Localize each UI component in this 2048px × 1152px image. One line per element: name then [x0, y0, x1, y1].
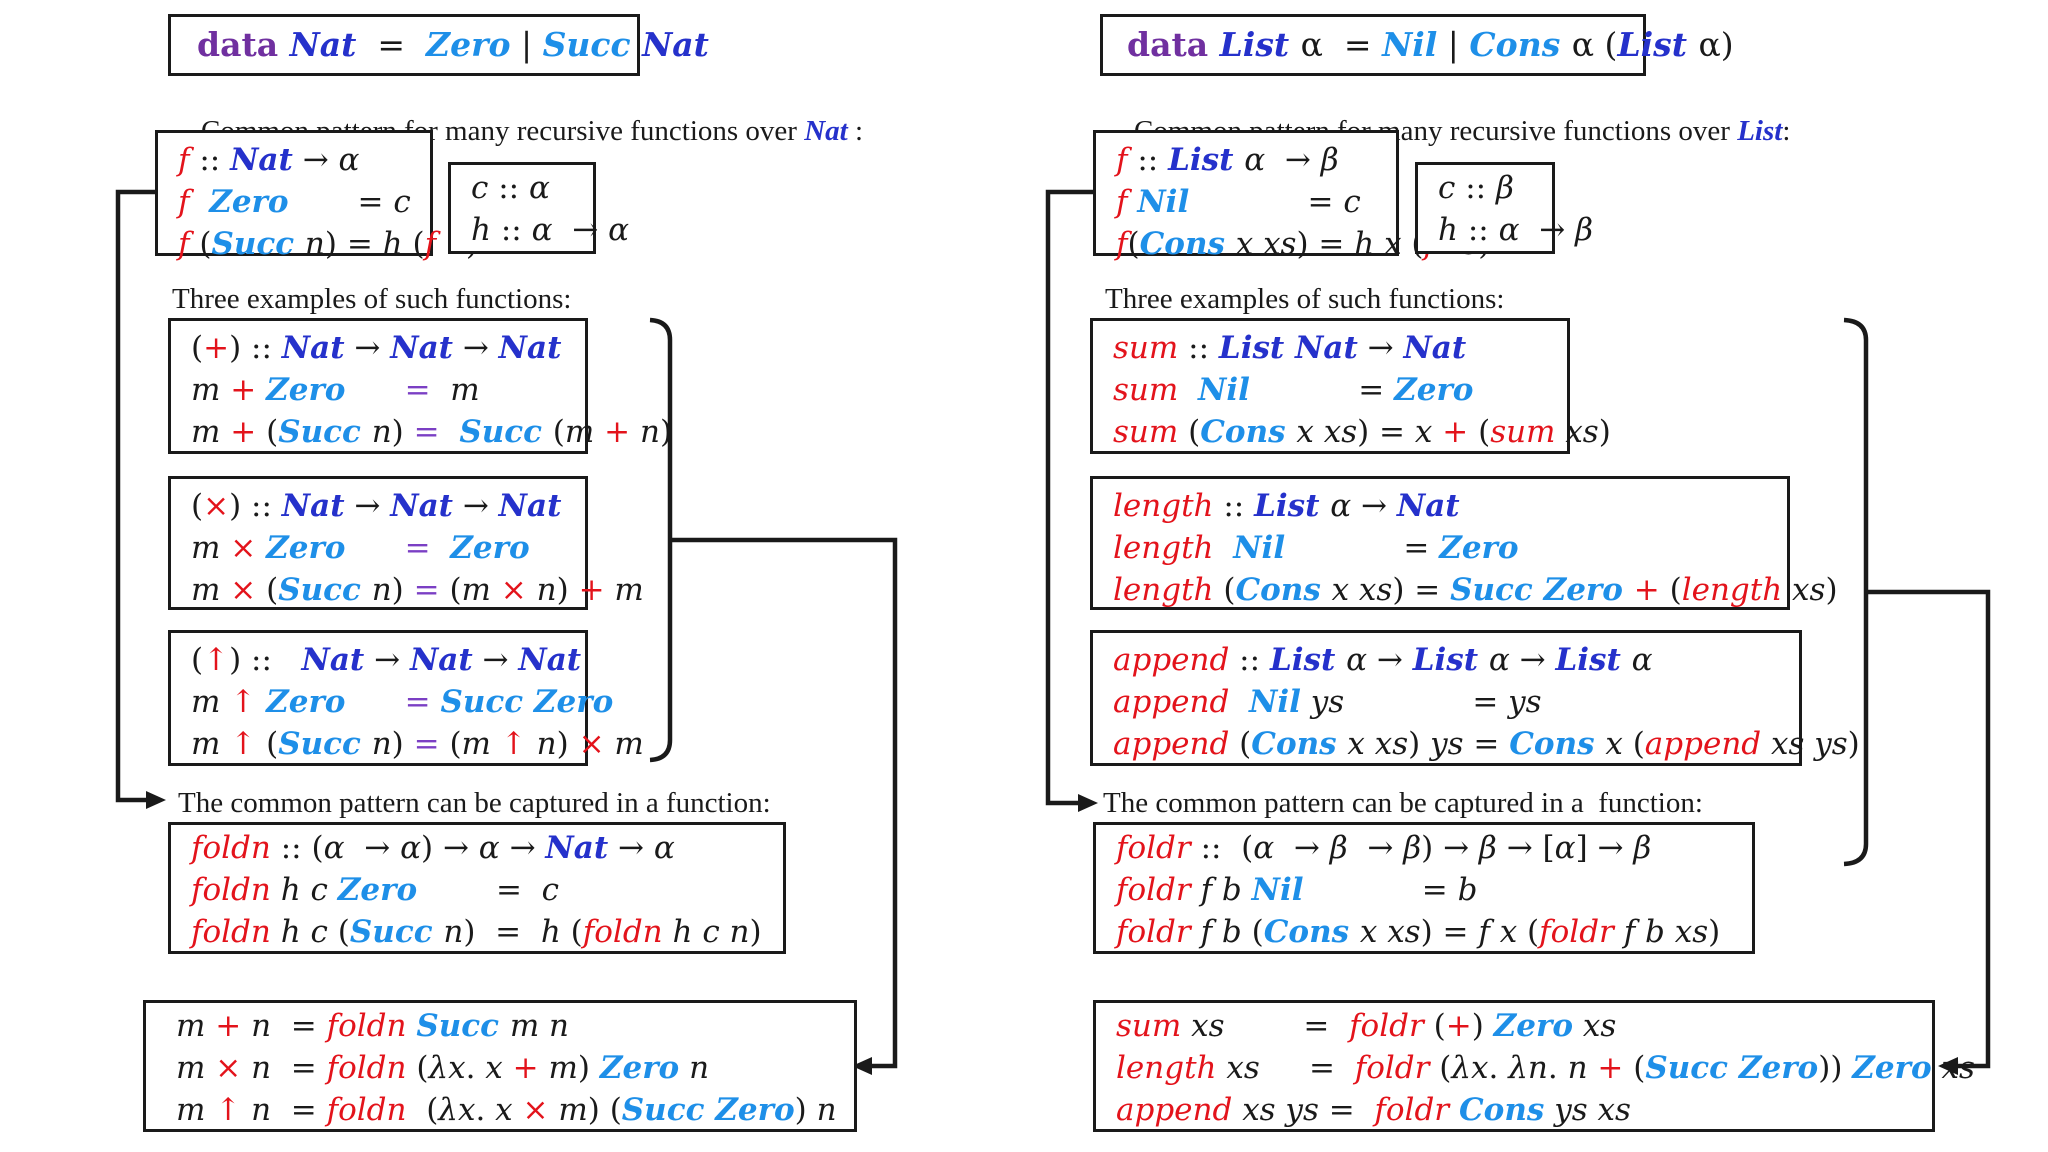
code-line: c :: β	[1438, 170, 1514, 206]
list-implementations-box: sum xs = foldr (+) Zero xs length xs = f…	[1093, 1000, 1975, 1132]
code-line: foldn h c Zero = c	[191, 872, 560, 908]
code-line: f :: List α → β	[1116, 142, 1339, 178]
list-pattern-arrowhead	[1078, 794, 1098, 812]
code-line: f (Succ n) = h (f n)	[178, 226, 478, 262]
code-line: h :: α → β	[1438, 212, 1593, 248]
code-line: foldn h c (Succ n) = h (foldn h c n)	[191, 914, 762, 950]
code-line: length (Cons x xs) = Succ Zero + (length…	[1113, 572, 1838, 608]
code-line: length xs = foldr (λx. λn. n + (Succ Zer…	[1116, 1050, 1975, 1086]
code-line: m + Zero = m	[191, 372, 480, 408]
code-line: append :: List α → List α → List α	[1113, 642, 1653, 678]
list-pattern-arrow-line	[1045, 189, 1093, 806]
nat-helper-types-box: c :: α h :: α → α	[448, 162, 629, 254]
code-line: foldr f b Nil = b	[1116, 872, 1478, 908]
code-line: append (Cons x xs) ys = Cons x (append x…	[1113, 726, 1860, 762]
code-line: (+) :: Nat → Nat → Nat	[191, 330, 562, 366]
code-line: f :: Nat → α	[178, 142, 360, 178]
code-line: sum (Cons x xs) = x + (sum xs)	[1113, 414, 1611, 450]
code-line: foldr :: (α → β → β) → β → [α] → β	[1116, 830, 1652, 866]
list-capture-label: The common pattern can be captured in a …	[1103, 787, 1703, 819]
code-line: (↑) :: Nat → Nat → Nat	[191, 642, 582, 678]
code-line: m × n = foldn (λx. x + m) Zero n	[176, 1050, 710, 1086]
code-line: f(Cons x xs) = h x (f xs)	[1116, 226, 1490, 262]
code-line: append Nil ys = ys	[1113, 684, 1542, 720]
list-examples-bracket	[1843, 317, 1869, 867]
code-line: foldn :: (α → α) → α → Nat → α	[191, 830, 675, 866]
code-line: m × (Succ n) = (m × n) + m	[191, 572, 644, 608]
nat-pattern-box: f :: Nat → α f Zero = c f (Succ n) = h (…	[155, 130, 478, 262]
code-line: length Nil = Zero	[1113, 530, 1519, 566]
list-sum-box: sum :: List Nat → Nat sum Nil = Zero sum…	[1090, 318, 1611, 454]
list-length-box: length :: List α → Nat length Nil = Zero…	[1090, 476, 1838, 610]
nat-data-declaration: data Nat = Zero | Succ Nat	[197, 25, 709, 64]
code-line: length :: List α → Nat	[1113, 488, 1460, 524]
list-pattern-box: f :: List α → β f Nil = c f(Cons x xs) =…	[1093, 130, 1490, 262]
code-line: f Nil = c	[1116, 184, 1361, 220]
code-line: sum Nil = Zero	[1113, 372, 1474, 408]
list-append-box: append :: List α → List α → List α appen…	[1090, 630, 1860, 766]
code-line: m + n = foldn Succ m n	[176, 1008, 570, 1044]
code-line: m ↑ n = foldn (λx. x × m) (Succ Zero) n	[176, 1092, 837, 1128]
list-data-declaration: data List α = Nil | Cons α (List α)	[1127, 25, 1734, 64]
list-helper-types-box: c :: β h :: α → β	[1415, 162, 1593, 254]
code-line: h :: α → α	[471, 212, 629, 248]
code-line: sum xs = foldr (+) Zero xs	[1116, 1008, 1617, 1044]
nat-pattern-arrow-line	[115, 189, 155, 803]
list-impl-arrow-line	[1866, 589, 1991, 1069]
nat-foldn-box: foldn :: (α → α) → α → Nat → α foldn h c…	[168, 822, 786, 954]
nat-examples-label: Three examples of such functions:	[172, 283, 572, 315]
nat-power-box: (↑) :: Nat → Nat → Nat m ↑ Zero = Succ Z…	[168, 630, 644, 766]
list-foldr-box: foldr :: (α → β → β) → β → [α] → β foldr…	[1093, 822, 1755, 954]
nat-capture-label: The common pattern can be captured in a …	[178, 787, 771, 819]
code-line: (×) :: Nat → Nat → Nat	[191, 488, 562, 524]
code-line: c :: α	[471, 170, 550, 206]
code-line: m × Zero = Zero	[191, 530, 530, 566]
code-line: foldr f b (Cons x xs) = f x (foldr f b x…	[1116, 914, 1721, 950]
code-line: m ↑ (Succ n) = (m ↑ n) × m	[191, 726, 644, 762]
code-line: f Zero = c	[178, 184, 411, 220]
nat-plus-box: (+) :: Nat → Nat → Nat m + Zero = m m + …	[168, 318, 673, 454]
nat-examples-bracket	[649, 317, 673, 763]
nat-times-box: (×) :: Nat → Nat → Nat m × Zero = Zero m…	[168, 476, 644, 610]
list-data-declaration-box: data List α = Nil | Cons α (List α)	[1100, 14, 1734, 76]
nat-implementations-box: m + n = foldn Succ m n m × n = foldn (λx…	[143, 1000, 857, 1132]
code-line: append xs ys = foldr Cons ys xs	[1116, 1092, 1631, 1128]
list-examples-label: Three examples of such functions:	[1105, 283, 1505, 315]
code-line: m ↑ Zero = Succ Zero	[191, 684, 614, 720]
nat-pattern-arrowhead	[146, 791, 166, 809]
code-line: m + (Succ n) = Succ (m + n)	[191, 414, 673, 450]
nat-data-declaration-box: data Nat = Zero | Succ Nat	[168, 14, 709, 76]
code-line: sum :: List Nat → Nat	[1113, 330, 1467, 366]
